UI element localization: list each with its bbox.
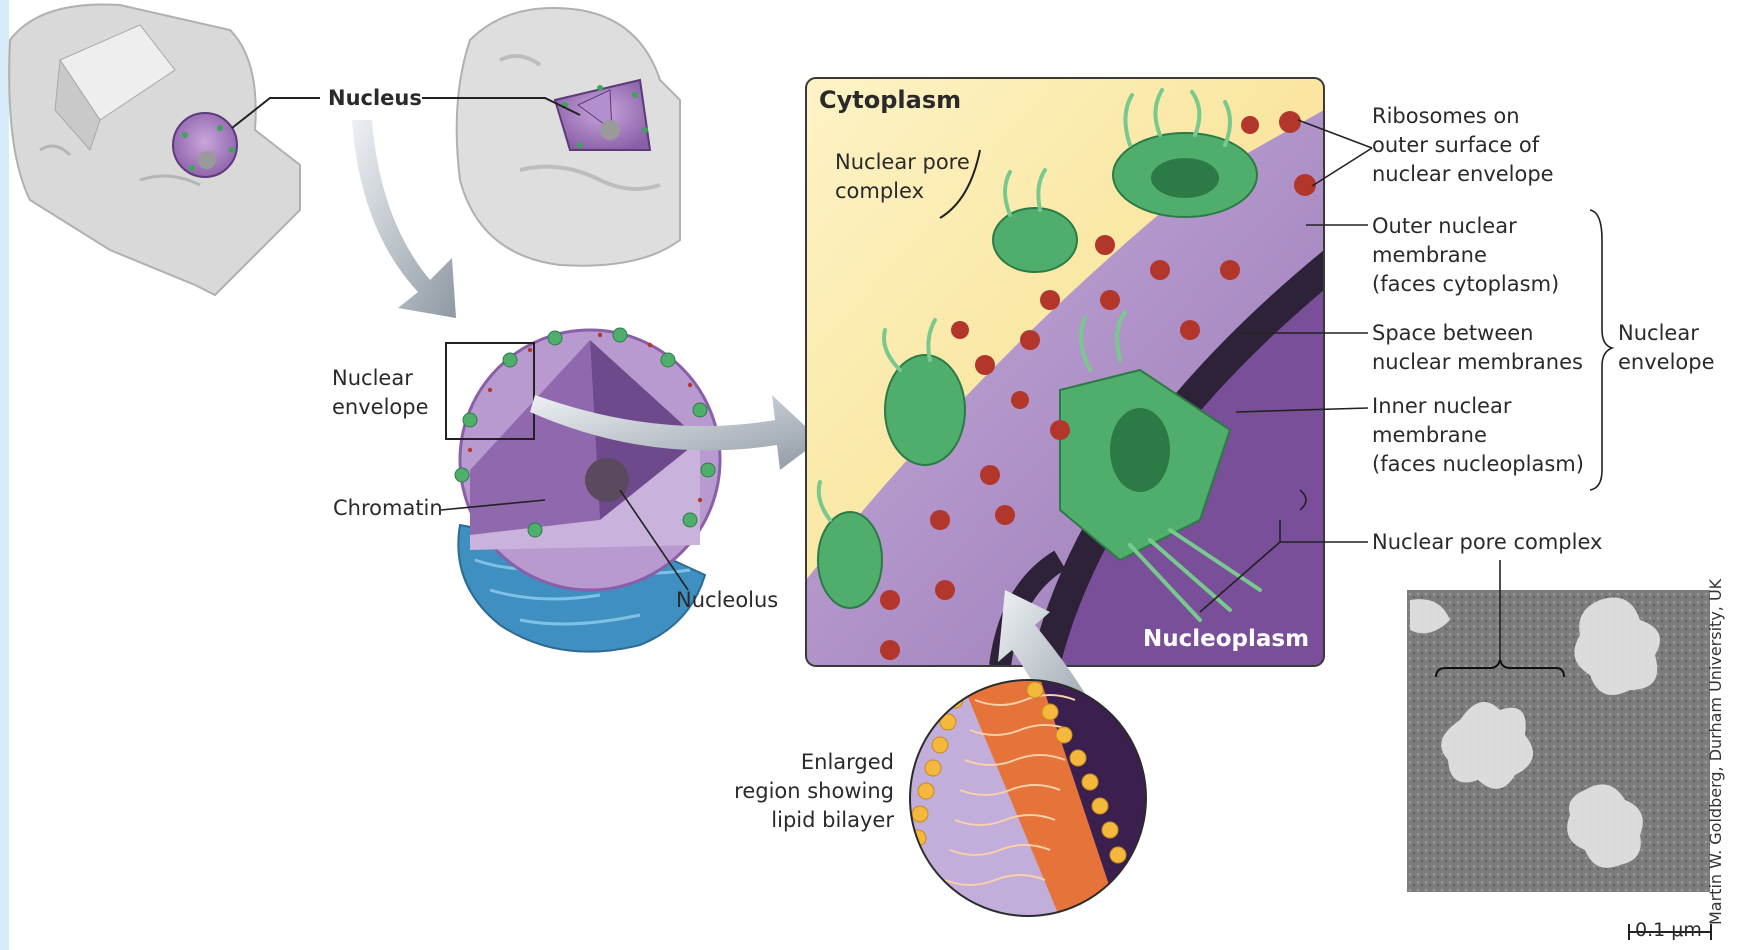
label-enlarged-region: Enlarged region showing lipid bilayer bbox=[700, 748, 894, 835]
label-nuclear-pore-complex-top: Nuclear pore complex bbox=[835, 148, 970, 206]
label-outer-membrane-line2: membrane bbox=[1372, 243, 1487, 267]
label-ribosomes: Ribosomes on outer surface of nuclear en… bbox=[1372, 102, 1554, 189]
label-chromatin: Chromatin bbox=[333, 496, 443, 520]
label-nucleoplasm: Nucleoplasm bbox=[1143, 626, 1310, 652]
chromatin-leader bbox=[440, 499, 546, 511]
electron-micrograph bbox=[1407, 560, 1710, 892]
label-nuclear-envelope-right-line2: envelope bbox=[1618, 350, 1715, 374]
left-edge-strip bbox=[0, 0, 9, 950]
lipid-bilayer-circle bbox=[910, 680, 1146, 916]
right-leaders bbox=[1199, 119, 1615, 613]
label-space-between-line2: nuclear membranes bbox=[1372, 350, 1583, 374]
cell-cutaway-left bbox=[8, 3, 301, 297]
nucleus-leader-left bbox=[231, 97, 320, 129]
label-ribosomes-line1: Ribosomes on bbox=[1372, 104, 1520, 128]
scale-bar bbox=[1628, 924, 1712, 940]
zoom-arrow-right bbox=[530, 395, 820, 470]
label-nuclear-pore-complex-right: Nuclear pore complex bbox=[1372, 530, 1603, 554]
label-inner-membrane-line1: Inner nuclear bbox=[1372, 394, 1512, 418]
label-outer-membrane-line3: (faces cytoplasm) bbox=[1372, 272, 1560, 296]
label-enlarged-line3: lipid bilayer bbox=[771, 808, 894, 832]
label-nuclear-envelope-right: Nuclear envelope bbox=[1618, 319, 1715, 377]
label-nucleolus: Nucleolus bbox=[676, 588, 779, 612]
nucleus-leader-right bbox=[422, 97, 581, 116]
cell-cutaway-right bbox=[455, 7, 681, 267]
label-enlarged-line2: region showing bbox=[734, 779, 894, 803]
label-inner-membrane-line3: (faces nucleoplasm) bbox=[1372, 452, 1584, 476]
label-space-between: Space between nuclear membranes bbox=[1372, 319, 1583, 377]
envelope-detail-panel bbox=[806, 78, 1324, 666]
label-nuclear-envelope-right-line1: Nuclear bbox=[1618, 321, 1699, 345]
label-cytoplasm: Cytoplasm bbox=[819, 86, 962, 114]
label-nuclear-envelope-left-line1: Nuclear bbox=[332, 366, 413, 390]
label-nuclear-envelope-left-line2: envelope bbox=[332, 395, 429, 419]
label-inner-membrane: Inner nuclear membrane (faces nucleoplas… bbox=[1372, 392, 1584, 479]
label-ribosomes-line3: nuclear envelope bbox=[1372, 162, 1554, 186]
label-npc-top-line2: complex bbox=[835, 179, 924, 203]
label-inner-membrane-line2: membrane bbox=[1372, 423, 1487, 447]
nucleus-cutaway bbox=[445, 327, 722, 653]
pore-bracket-top bbox=[939, 149, 981, 219]
label-nuclear-envelope-left: Nuclear envelope bbox=[332, 364, 429, 422]
zoom-arrow-down bbox=[352, 120, 456, 318]
label-ribosomes-line2: outer surface of bbox=[1372, 133, 1540, 157]
label-outer-membrane-line1: Outer nuclear bbox=[1372, 214, 1517, 238]
label-scale-bar: 0.1 μm bbox=[1635, 919, 1702, 941]
label-nucleus: Nucleus bbox=[328, 86, 422, 110]
image-credit: Martin W. Goldberg, Durham University, U… bbox=[1706, 578, 1725, 925]
nucleolus-leader bbox=[619, 489, 689, 591]
label-outer-membrane: Outer nuclear membrane (faces cytoplasm) bbox=[1372, 212, 1559, 299]
label-enlarged-line1: Enlarged bbox=[800, 750, 894, 774]
nucleus-zoom-box bbox=[445, 342, 535, 440]
label-space-between-line1: Space between bbox=[1372, 321, 1534, 345]
label-npc-top-line1: Nuclear pore bbox=[835, 150, 970, 174]
